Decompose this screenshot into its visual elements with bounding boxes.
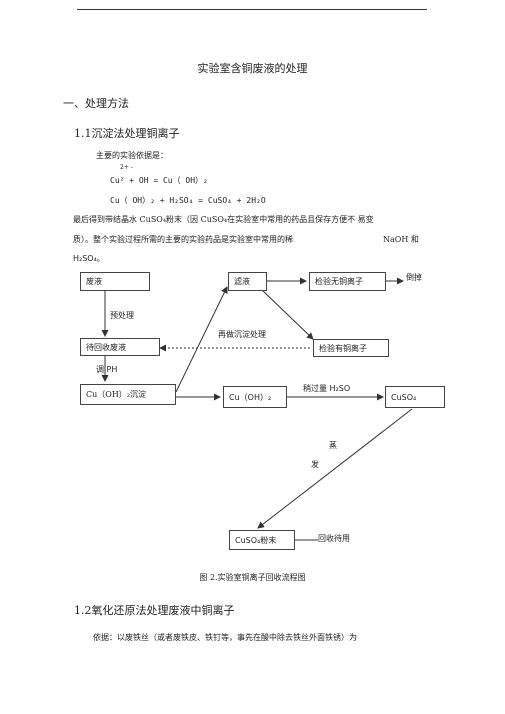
box-test-has-cu: 检验有铜离子	[313, 339, 389, 357]
arrow-filtrate-to-test-has-cu	[261, 289, 314, 340]
equation-charges: 2+ -	[120, 164, 133, 171]
box-waste: 废液	[80, 272, 150, 291]
paragraph-line-1: 最后得到带结晶水 CuSO₄粉末（因 CuSO₄在实验室中常用的药品且保存方便不…	[73, 215, 374, 224]
paragraph-line-3: H₂SO₄。	[73, 254, 105, 263]
figure-caption: 图 2.实验室铜离子回收流程图	[199, 573, 306, 582]
box-cuoh2: Cu（OH）₂	[223, 386, 287, 408]
arrow-precip-to-filtrate	[175, 286, 228, 393]
arrow-cuso4-to-powder	[257, 408, 413, 529]
header-rule	[77, 9, 427, 10]
label-excess-h2so4: 稍过量 H₂SO	[303, 384, 351, 393]
document-title: 实验室含铜废液的处理	[197, 62, 308, 75]
subsection-heading-2: 1.2氧化还原法处理废液中铜离子	[74, 604, 235, 617]
label-discard: 倒掉	[406, 273, 422, 282]
label-evaporate-2: 发	[311, 460, 319, 469]
label-adjust-ph: 调 PH	[96, 365, 118, 374]
basis-2-text: 依据：以废铁丝（或者废铁皮、铁钉等，事先在酸中除去铁丝外面铁锈）为	[93, 633, 357, 642]
section-heading: 一、处理方法	[63, 97, 129, 110]
basis-label: 主要的实验依据是：	[96, 151, 168, 160]
box-pending-waste: 待回收废液	[80, 338, 160, 356]
box-filtrate: 滤液	[228, 272, 267, 291]
box-cuso4-powder: CuSO₄粉末	[229, 530, 295, 550]
subsection-heading: 1.1沉淀法处理铜离子	[74, 127, 180, 140]
label-evaporate-1: 蒸	[329, 441, 337, 450]
box-test-no-cu: 检验无铜离子	[309, 272, 386, 291]
paragraph-line-2: 质）。整个实验过程所需的主要的实验药品是实验室中常用的稀	[73, 235, 293, 244]
label-recycle: 回收待用	[318, 534, 350, 543]
equation-1: Cu² + OH = Cu（ OH）₂	[110, 176, 208, 185]
box-cuoh2-precip: Cu（OH）₂沉淀	[80, 384, 176, 405]
paragraph-line-2-end: NaOH 和	[383, 235, 419, 244]
label-pretreat: 预处理	[110, 311, 134, 320]
box-cuso4: CuSO₄	[385, 386, 445, 408]
equation-2: Cu（ OH）₂ + H₂SO₄ = CuSO₄ + 2H₂O	[110, 196, 266, 205]
label-redo-precip: 再做沉淀处理	[218, 330, 266, 339]
